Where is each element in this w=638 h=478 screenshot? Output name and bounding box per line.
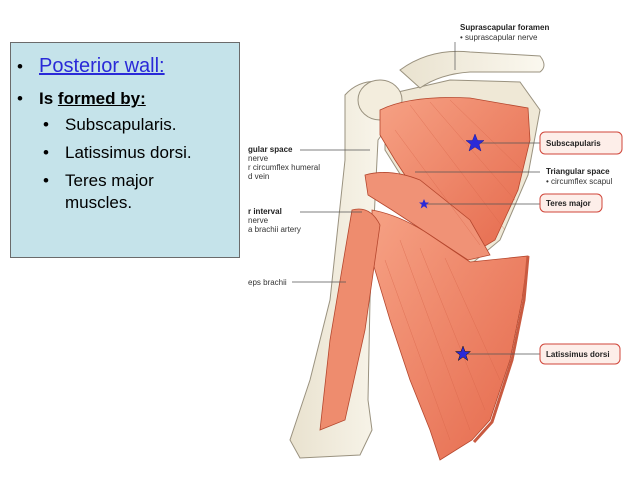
label-radial-nerve: nerve [248, 216, 269, 225]
bullet-dot: • [43, 143, 49, 162]
list-item-continuation: muscles. [65, 193, 132, 213]
star-marker-subscapularis [465, 133, 485, 152]
label-box-latissimus [539, 343, 621, 365]
bullet-text-box: • Posterior wall: • Is formed by: • Subscap… [10, 42, 240, 258]
title-line: • Posterior wall: [17, 55, 165, 78]
bullet-dot: • [43, 115, 49, 134]
label-circumflex-humeral: r circumflex humeral [248, 163, 320, 172]
label-subscapularis: Subscapularis [546, 139, 601, 148]
item-teres-major-continuation: muscles. [65, 193, 133, 212]
triceps-long-head [319, 208, 381, 431]
label-triceps-brachii: eps brachii [248, 278, 287, 287]
item-latissimus: Latissimus dorsi. [65, 143, 192, 162]
label-axillary-nerve: nerve [248, 154, 269, 163]
label-teres-major: Teres major [546, 199, 591, 208]
item-teres-major: Teres major [65, 171, 154, 190]
list-item: • Latissimus dorsi. [43, 143, 192, 163]
subhead-underlined: formed by: [57, 89, 146, 108]
latissimus-dorsi-edge [472, 255, 530, 444]
subhead-line: • Is formed by: [17, 89, 146, 109]
item-subscapularis: Subscapularis. [65, 115, 177, 134]
clavicle-acromion [399, 50, 545, 89]
latissimus-dorsi-muscle [371, 209, 529, 461]
label-box-teres-major [539, 193, 603, 213]
muscle-striations [384, 99, 523, 441]
bullet-dot: • [17, 89, 23, 108]
label-circumflex-scapular: • circumflex scapul [546, 177, 613, 186]
bullet-dot: • [17, 57, 23, 76]
label-suprascapular-foramen: Suprascapular foramen [460, 23, 549, 32]
star-marker-teres-major [419, 199, 429, 209]
label-profunda-brachii-artery: a brachii artery [248, 225, 301, 234]
label-triangular-space: Triangular space [546, 167, 610, 176]
label-triangular-interval: r interval [248, 207, 282, 216]
list-item: • Subscapularis. [43, 115, 177, 135]
bullet-dot: • [43, 171, 49, 190]
star-marker-latissimus [454, 345, 472, 362]
label-latissimus-dorsi: Latissimus dorsi [546, 350, 610, 359]
label-suprascapular-nerve: • suprascapular nerve [460, 33, 538, 42]
subhead-prefix: Is [39, 89, 58, 108]
label-vein: d vein [248, 172, 269, 181]
list-item: • Teres major [43, 171, 154, 191]
slide-title: Posterior wall: [39, 55, 165, 77]
label-quadrangular-space: gular space [248, 145, 293, 154]
label-box-subscapularis [539, 131, 623, 155]
